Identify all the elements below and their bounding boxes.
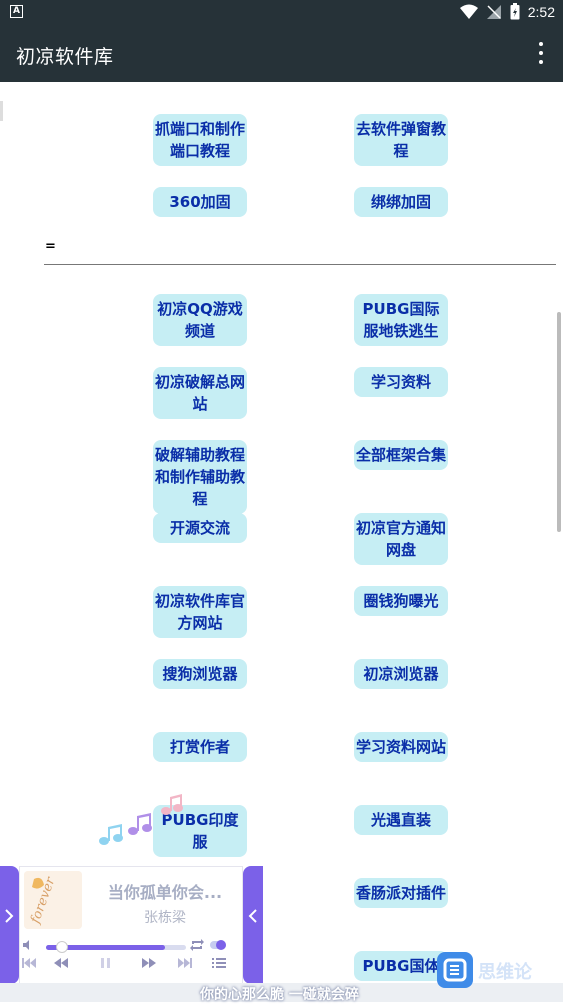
progress-fill	[46, 945, 165, 950]
album-cover[interactable]: forever	[24, 871, 82, 929]
button-remove-popup[interactable]: 去软件弹窗教程	[354, 114, 448, 166]
player-collapse-right[interactable]	[243, 866, 263, 984]
music-player: forever 当你孤单你会... 张栋梁	[0, 866, 263, 984]
skip-next-icon[interactable]	[178, 957, 192, 969]
button-official-website[interactable]: 初凉软件库官方网站	[153, 586, 247, 638]
button-crack-tutorial[interactable]: 破解辅助教程和制作辅助教程	[153, 440, 247, 514]
clock: 2:52	[527, 3, 555, 20]
divider	[44, 264, 556, 265]
button-qq-game-channel[interactable]: 初凉QQ游戏频道	[153, 294, 247, 346]
battery-icon	[510, 3, 520, 20]
button-crack-site[interactable]: 初凉破解总网站	[153, 367, 247, 419]
fast-forward-icon[interactable]	[142, 957, 156, 969]
more-vert-icon[interactable]	[537, 42, 545, 64]
music-notes-icon	[99, 794, 183, 845]
wifi-icon	[459, 4, 478, 19]
no-signal-icon	[486, 4, 501, 19]
main-content: 抓端口和制作端口教程 去软件弹窗教程 360加固 绑绑加固 = 初凉QQ游戏频道…	[0, 82, 563, 1002]
status-icons: 2:52	[459, 3, 555, 20]
app-bar: 初凉软件库	[0, 24, 563, 82]
progress-knob[interactable]	[56, 941, 68, 953]
lyric-bar: 你的心那么脆 一碰就会碎	[0, 983, 563, 1003]
song-title: 当你孤单你会...	[107, 883, 223, 902]
artist-name: 张栋梁	[144, 910, 186, 926]
button-bangbang-protect[interactable]: 绑绑加固	[354, 187, 448, 217]
player-expand-left[interactable]	[0, 866, 19, 984]
button-scam-exposure[interactable]: 圈钱狗曝光	[354, 586, 448, 616]
separator-label: =	[45, 239, 56, 254]
button-donate[interactable]: 打赏作者	[153, 732, 247, 762]
button-360-protect[interactable]: 360加固	[153, 187, 247, 217]
button-study-website[interactable]: 学习资料网站	[354, 732, 448, 762]
app-title: 初凉软件库	[16, 46, 114, 68]
notification-a-icon: A	[10, 5, 23, 18]
overlay-badge-icon[interactable]	[437, 952, 473, 988]
b-logo-icon	[443, 958, 467, 982]
button-sausage-party[interactable]: 香肠派对插件	[354, 878, 448, 908]
button-pubg-metro[interactable]: PUBG国际服地铁逃生	[354, 294, 448, 346]
repeat-icon[interactable]	[190, 939, 204, 951]
button-chuliang-browser[interactable]: 初凉浏览器	[354, 659, 448, 689]
button-frameworks[interactable]: 全部框架合集	[354, 440, 448, 470]
button-open-source[interactable]: 开源交流	[153, 513, 247, 543]
button-pubg-india[interactable]: PUBG印度服	[153, 805, 247, 857]
skip-previous-icon[interactable]	[22, 957, 36, 969]
album-art-icon: forever	[24, 871, 82, 929]
button-pubg-kr[interactable]: PUBG国体	[354, 951, 448, 981]
pause-icon[interactable]	[100, 957, 112, 969]
button-official-netdisk[interactable]: 初凉官方通知网盘	[354, 513, 448, 565]
scrollbar[interactable]	[557, 312, 561, 532]
volume-icon[interactable]	[22, 939, 34, 951]
playlist-icon[interactable]	[212, 957, 226, 969]
button-sogou-browser[interactable]: 搜狗浏览器	[153, 659, 247, 689]
button-capture-port[interactable]: 抓端口和制作端口教程	[153, 114, 247, 166]
progress-bar[interactable]	[46, 945, 186, 950]
status-bar: A 2:52	[0, 0, 563, 24]
button-sky-direct[interactable]: 光遇直装	[354, 805, 448, 835]
overlay-badge-text: 思维论	[478, 962, 532, 983]
toggle-icon[interactable]	[210, 940, 226, 950]
chevron-right-icon	[5, 909, 14, 923]
player-panel: forever 当你孤单你会... 张栋梁	[19, 866, 243, 984]
edge-handle[interactable]	[0, 101, 3, 121]
lyric-text: 你的心那么脆 一碰就会碎	[200, 987, 359, 1003]
button-study-materials[interactable]: 学习资料	[354, 367, 448, 397]
chevron-left-icon	[248, 909, 257, 923]
rewind-icon[interactable]	[54, 957, 68, 969]
